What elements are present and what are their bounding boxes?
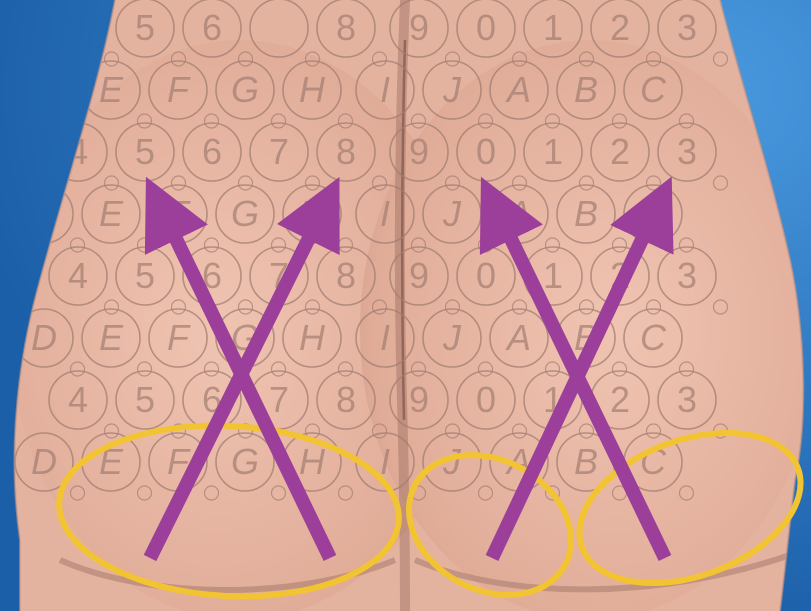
grid-label: B [574, 69, 598, 110]
grid-label: J [442, 69, 462, 110]
grid-label: G [231, 193, 259, 234]
grid-label: J [442, 193, 462, 234]
grid-label: 1 [543, 255, 563, 296]
grid-label: 3 [677, 7, 697, 48]
grid-label: 6 [202, 7, 222, 48]
grid-label: 7 [269, 131, 289, 172]
grid-label: 1 [543, 7, 563, 48]
grid-label: I [380, 317, 390, 358]
grid-label: C [640, 69, 667, 110]
grid-label: E [99, 69, 124, 110]
grid-label: 8 [336, 7, 356, 48]
grid-label: 8 [336, 379, 356, 420]
grid-label: 9 [409, 131, 429, 172]
grid-label: 0 [476, 131, 496, 172]
grid-label: 3 [677, 255, 697, 296]
grid-label: A [505, 69, 531, 110]
grid-label: F [167, 69, 191, 110]
grid-label: D [31, 441, 57, 482]
grid-label: H [299, 69, 326, 110]
grid-label: 5 [135, 379, 155, 420]
grid-label: 1 [543, 131, 563, 172]
grid-label: I [380, 193, 390, 234]
grid-label: 2 [610, 7, 630, 48]
grid-label: G [231, 441, 259, 482]
grid-label: 8 [336, 255, 356, 296]
grid-label: 5 [135, 131, 155, 172]
grid-label: 4 [68, 379, 88, 420]
grid-label: 7 [269, 379, 289, 420]
grid-label: 9 [409, 7, 429, 48]
grid-label: 2 [610, 131, 630, 172]
grid-label: 2 [610, 379, 630, 420]
grid-label: H [299, 441, 326, 482]
grid-label: 3 [677, 379, 697, 420]
grid-label: G [231, 69, 259, 110]
grid-label: C [640, 317, 667, 358]
grid-label: J [442, 317, 462, 358]
grid-label: 9 [409, 255, 429, 296]
grid-label: 9 [409, 379, 429, 420]
grid-label: 3 [677, 131, 697, 172]
grid-label: B [574, 441, 598, 482]
grid-label: B [574, 193, 598, 234]
grid-label: E [99, 193, 124, 234]
grid-label: F [167, 317, 191, 358]
grid-label: 0 [476, 379, 496, 420]
grid-label: E [99, 317, 124, 358]
grid-label: 6 [202, 131, 222, 172]
grid-label: 4 [68, 255, 88, 296]
grid-label: I [380, 69, 390, 110]
grid-label: 0 [476, 7, 496, 48]
grid-label: D [31, 317, 57, 358]
grid-label: 8 [336, 131, 356, 172]
grid-label: 5 [135, 255, 155, 296]
grid-label: H [299, 317, 326, 358]
grid-label: A [505, 317, 531, 358]
grid-label: 0 [476, 255, 496, 296]
grid-label: 5 [135, 7, 155, 48]
